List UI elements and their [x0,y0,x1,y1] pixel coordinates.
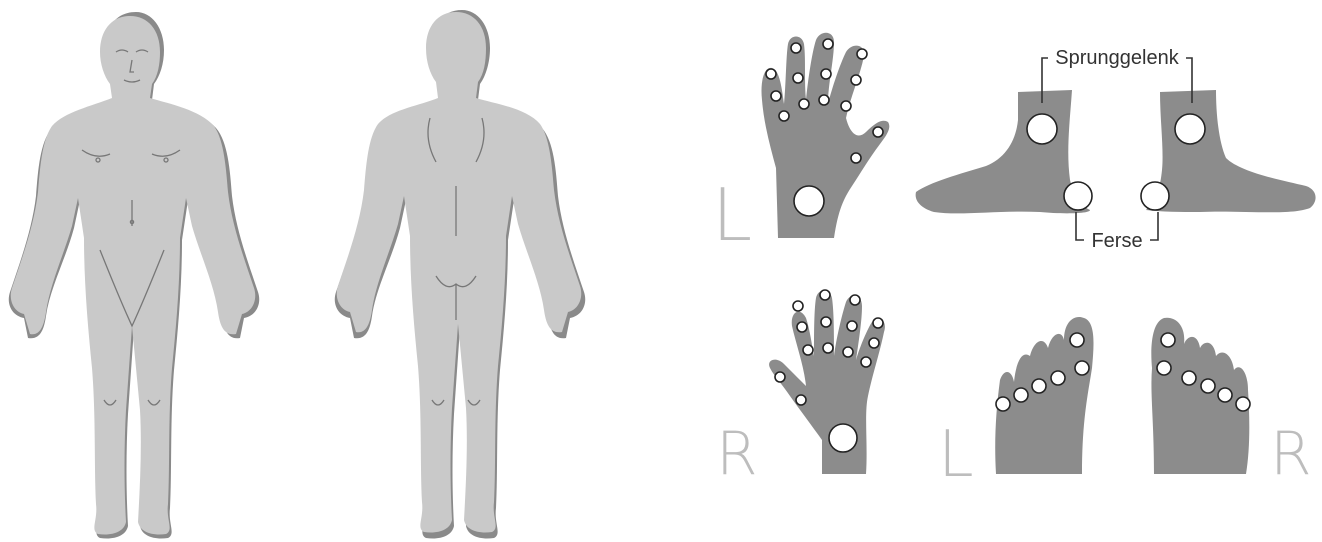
body-front-silhouette [11,16,256,535]
joint-circle [793,301,803,311]
body-back-silhouette [337,12,582,533]
joint-circle [775,372,785,382]
right-foot-side-shape [1146,90,1316,212]
left-hand-shape [761,33,889,238]
toe-joint-circle [1075,361,1089,375]
ankle-joint-circle [1027,114,1057,144]
toe-joint-circle [1218,388,1232,402]
joint-circle [851,153,861,163]
toe-joint-circle [1161,333,1175,347]
joint-circle [843,347,853,357]
toe-joint-circle [1236,397,1250,411]
joint-circle [799,99,809,109]
joint-circle [857,49,867,59]
joint-circle [779,111,789,121]
wrist-joint-circle [794,186,824,216]
toe-joint-circle [1182,371,1196,385]
heel-label: Ferse [1091,230,1142,252]
joint-circle [821,69,831,79]
joint-circle [797,322,807,332]
joint-circle [803,345,813,355]
body-back-figure [335,10,585,539]
heel-joint-circle [1141,182,1169,210]
joint-circle [841,101,851,111]
left-foot-letter: L [938,418,974,492]
joint-circle [847,321,857,331]
joint-circle [873,318,883,328]
joint-circle [771,91,781,101]
right-hand-letter: R [716,419,758,489]
body-front-figure [9,12,259,539]
toe-joint-circle [1201,379,1215,393]
joint-circle [793,73,803,83]
wrist-joint-circle [829,424,857,452]
ankle-joint-circle [1175,114,1205,144]
joint-circle [766,69,776,79]
toe-joint-circle [1051,371,1065,385]
joint-circle [851,75,861,85]
joint-circle [861,357,871,367]
left-hand-letter: L [712,173,752,257]
feet-top-group: L R [938,317,1312,492]
toe-joint-circle [1014,388,1028,402]
toe-joint-circle [1032,379,1046,393]
right-hand-group: R [716,290,885,489]
joint-circle [820,290,830,300]
joint-circle [791,43,801,53]
toe-joint-circle [1157,361,1171,375]
joint-circle [796,395,806,405]
joint-circle [850,295,860,305]
right-foot-letter: R [1270,419,1312,489]
toe-joint-circle [996,397,1010,411]
joint-circle [873,127,883,137]
left-hand-group: L [712,33,889,257]
joint-circle [823,343,833,353]
joint-circle [821,317,831,327]
joint-circle [869,338,879,348]
feet-side-group: Sprunggelenk Ferse [916,47,1316,252]
joint-circle [823,39,833,49]
heel-joint-circle [1064,182,1092,210]
toe-joint-circle [1070,333,1084,347]
ankle-label: Sprunggelenk [1055,47,1179,69]
joint-circle [819,95,829,105]
